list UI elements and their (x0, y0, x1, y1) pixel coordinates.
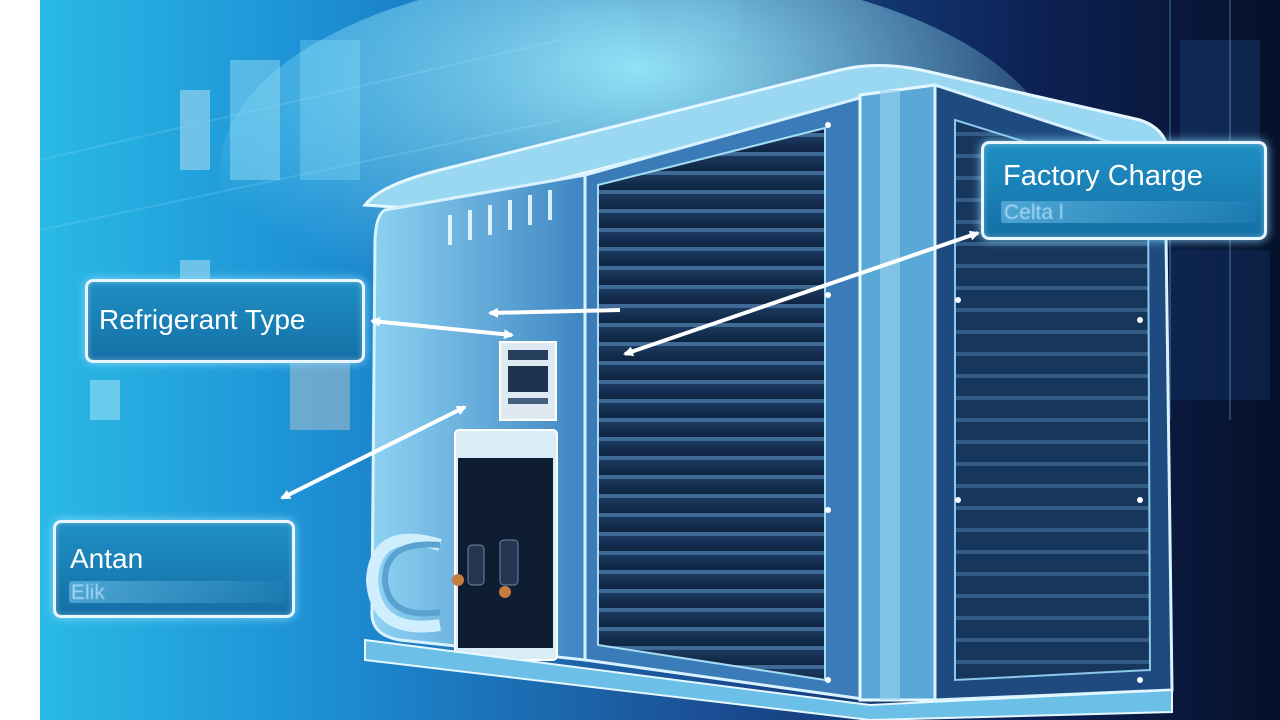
refrigerant-type-title: Refrigerant Type (99, 304, 306, 335)
factory-charge-title: Factory Charge (1003, 160, 1203, 192)
antan-label: Antan Elik (53, 520, 295, 618)
factory-charge-label: Factory Charge Celta l (981, 141, 1267, 240)
antan-title: Antan (70, 543, 144, 574)
arrow (280, 230, 980, 500)
refrigerant-type-label: Refrigerant Type (85, 279, 365, 363)
factory-charge-subtitle: Celta l (1004, 201, 1064, 224)
antan-subtitle: Elik (71, 581, 105, 604)
